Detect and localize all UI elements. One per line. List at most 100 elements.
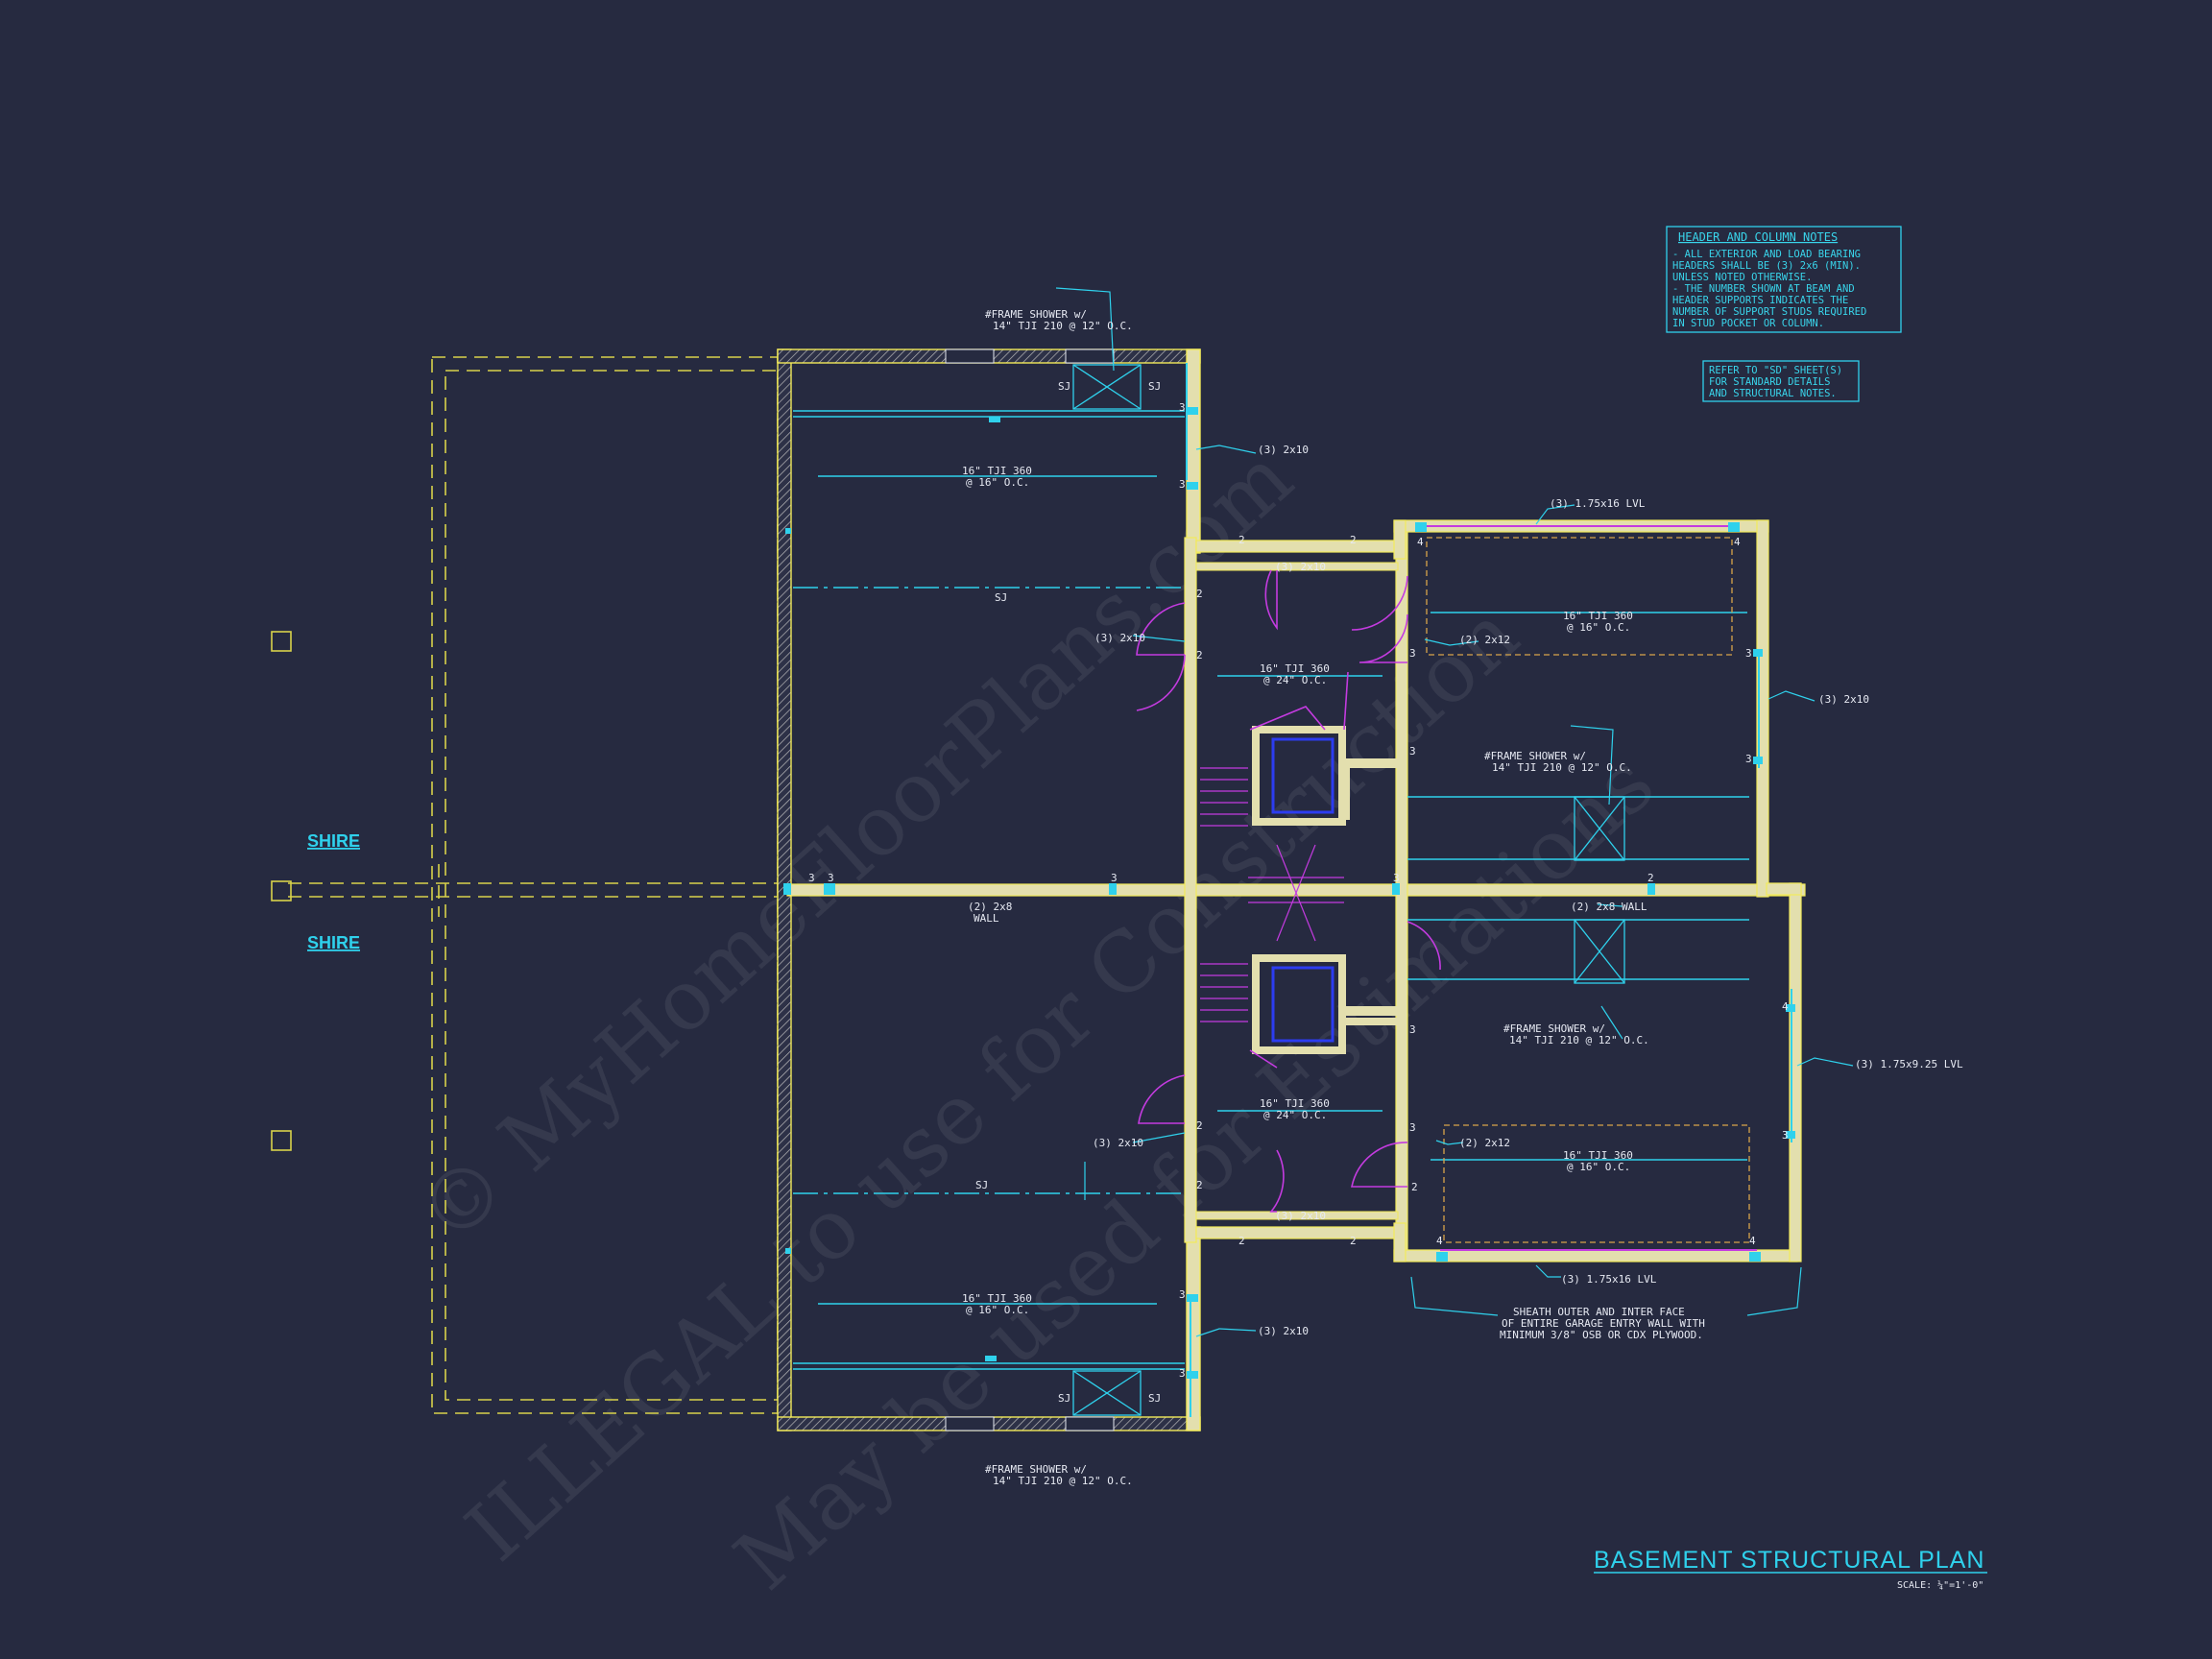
svg-text:3: 3	[1745, 647, 1752, 660]
joist-mid-bottom-line-1: 16" TJI 360	[1260, 1097, 1330, 1110]
frame-shower-right-2-line-1: #FRAME SHOWER w/	[1503, 1022, 1605, 1035]
svg-text:2: 2	[1350, 534, 1357, 546]
joist-right-top-line-1: 16" TJI 360	[1563, 610, 1633, 622]
refer-note-line-2: FOR STANDARD DETAILS	[1709, 376, 1830, 388]
header-2x12-top: (2) 2x12	[1459, 634, 1510, 646]
svg-text:2: 2	[1196, 588, 1203, 600]
lvl-right: (3) 1.75x9.25 LVL	[1855, 1058, 1963, 1070]
svg-text:3: 3	[828, 872, 834, 884]
joist-top-line-2: @ 16" O.C.	[966, 476, 1029, 489]
joist-bottom-line-1: 16" TJI 360	[962, 1292, 1032, 1305]
frame-shower-top-line-2: 14" TJI 210 @ 12" O.C.	[993, 320, 1133, 332]
svg-text:4: 4	[1782, 1000, 1789, 1013]
svg-text:3: 3	[808, 872, 815, 884]
svg-text:3: 3	[1179, 401, 1186, 414]
header-note-line-6: NUMBER OF SUPPORT STUDS REQUIRED	[1672, 306, 1866, 318]
svg-text:3: 3	[1179, 1367, 1186, 1380]
joist-right-top-line-2: @ 16" O.C.	[1567, 621, 1630, 634]
joist-mid-top-line-2: @ 24" O.C.	[1263, 674, 1327, 686]
header-corridor-bottom: (3) 2x10	[1275, 1210, 1326, 1222]
svg-text:2: 2	[1350, 1235, 1357, 1247]
shire-label-bottom: SHIRE	[307, 933, 360, 952]
header-left-door-top: (3) 2x10	[1094, 632, 1145, 644]
grid-marker-mid	[271, 880, 292, 902]
sheath-note-line-1: SHEATH OUTER AND INTER FACE	[1513, 1306, 1685, 1318]
svg-text:3: 3	[1745, 753, 1752, 765]
refer-note-line-3: AND STRUCTURAL NOTES.	[1709, 388, 1837, 399]
svg-text:3: 3	[1409, 1023, 1416, 1036]
support-posts	[783, 407, 1795, 1379]
sj-label-top: SJ	[995, 591, 1007, 604]
svg-text:4: 4	[1436, 1235, 1443, 1247]
svg-text:4: 4	[1417, 536, 1424, 548]
svg-text:3: 3	[1409, 1121, 1416, 1134]
stair-treads	[1200, 767, 1344, 1022]
frame-shower-bottom-line-1: #FRAME SHOWER w/	[985, 1463, 1087, 1476]
header-column-notes: HEADER AND COLUMN NOTES - ALL EXTERIOR A…	[1666, 226, 1902, 333]
frame-shower-top-line-1: #FRAME SHOWER w/	[985, 308, 1087, 321]
right-wing-walls	[1393, 519, 1802, 1262]
plan-scale: SCALE: ¼"=1'-0"	[1897, 1579, 1984, 1591]
plan-title: BASEMENT STRUCTURAL PLAN	[1594, 1547, 1984, 1574]
svg-text:3: 3	[1111, 872, 1118, 884]
dashed-outline-left	[288, 356, 787, 1414]
frame-shower-right-1-line-2: 14" TJI 210 @ 12" O.C.	[1492, 761, 1632, 774]
wall-2x8-line-1: (2) 2x8	[968, 901, 1012, 913]
svg-text:2: 2	[1411, 1181, 1418, 1193]
header-note-line-7: IN STUD POCKET OR COLUMN.	[1672, 318, 1824, 329]
sj-label-shower-bottom-left: SJ	[1058, 1392, 1070, 1405]
sj-label-shower-bottom-right: SJ	[1148, 1392, 1161, 1405]
joist-top-line-1: 16" TJI 360	[962, 465, 1032, 477]
svg-text:2: 2	[1196, 1179, 1203, 1191]
wall-2x8-line-2: WALL	[974, 912, 999, 925]
svg-text:2: 2	[1647, 872, 1654, 884]
svg-text:2: 2	[1238, 1235, 1245, 1247]
svg-text:4: 4	[1749, 1235, 1756, 1247]
header-2x12-bottom: (2) 2x12	[1459, 1137, 1510, 1149]
leader-lines	[1055, 287, 1854, 1337]
svg-text:3: 3	[1179, 478, 1186, 491]
header-note-line-2: HEADERS SHALL BE (3) 2x6 (MIN).	[1672, 260, 1861, 272]
svg-text:3: 3	[1179, 1288, 1186, 1301]
svg-text:2: 2	[1196, 649, 1203, 661]
beams-joists	[793, 363, 1792, 1417]
svg-text:4: 4	[1734, 536, 1741, 548]
refer-notes: REFER TO "SD" SHEET(S) FOR STANDARD DETA…	[1702, 360, 1860, 402]
header-note-line-1: - ALL EXTERIOR AND LOAD BEARING	[1672, 249, 1861, 260]
frame-shower-right-2-line-2: 14" TJI 210 @ 12" O.C.	[1509, 1034, 1649, 1046]
header-corridor-top: (3) 2x10	[1275, 561, 1326, 573]
joist-bottom-line-2: @ 16" O.C.	[966, 1304, 1029, 1316]
svg-text:3: 3	[1782, 1129, 1789, 1142]
door-swings	[1136, 569, 1441, 1213]
shower-frames	[1072, 364, 1625, 1416]
header-note-line-5: HEADER SUPPORTS INDICATES THE	[1672, 295, 1848, 306]
svg-text:2: 2	[1196, 1119, 1203, 1132]
svg-text:3: 3	[1393, 872, 1400, 884]
sj-label-shower-top-right: SJ	[1148, 380, 1161, 393]
sj-label-shower-top-left: SJ	[1058, 380, 1070, 393]
joist-right-bottom-line-2: @ 16" O.C.	[1567, 1161, 1630, 1173]
grid-marker-top	[271, 631, 292, 652]
lvl-top: (3) 1.75x16 LVL	[1550, 497, 1646, 510]
grid-marker-bottom	[271, 1130, 292, 1151]
joist-mid-top-line-1: 16" TJI 360	[1260, 662, 1330, 675]
joist-right-bottom-line-1: 16" TJI 360	[1563, 1149, 1633, 1162]
shire-label-top: SHIRE	[307, 831, 360, 851]
title-block: BASEMENT STRUCTURAL PLAN SCALE: ¼"=1'-0"	[1594, 1547, 1987, 1591]
sheath-note-line-2: OF ENTIRE GARAGE ENTRY WALL WITH	[1502, 1317, 1705, 1330]
plan-labels: #FRAME SHOWER w/ 14" TJI 210 @ 12" O.C. …	[962, 308, 1963, 1487]
lvl-bottom: (3) 1.75x16 LVL	[1561, 1273, 1657, 1286]
frame-shower-bottom-line-2: 14" TJI 210 @ 12" O.C.	[993, 1475, 1133, 1487]
header-right-of-top-shower: (3) 2x10	[1258, 444, 1309, 456]
wall-2x8-right: (2) 2x8 WALL	[1571, 901, 1647, 913]
header-note-line-4: - THE NUMBER SHOWN AT BEAM AND	[1672, 283, 1855, 295]
sheath-note-line-3: MINIMUM 3/8" OSB OR CDX PLYWOOD.	[1500, 1329, 1703, 1341]
svg-text:3: 3	[1409, 647, 1416, 660]
joist-mid-bottom-line-2: @ 24" O.C.	[1263, 1109, 1327, 1121]
watermark: © MyHomeFloorPlans.com ILLEGAL to use fo…	[400, 430, 1672, 1609]
header-notes-title: HEADER AND COLUMN NOTES	[1678, 230, 1838, 244]
frame-shower-right-1-line-1: #FRAME SHOWER w/	[1484, 750, 1586, 762]
svg-text:2: 2	[1238, 534, 1245, 546]
